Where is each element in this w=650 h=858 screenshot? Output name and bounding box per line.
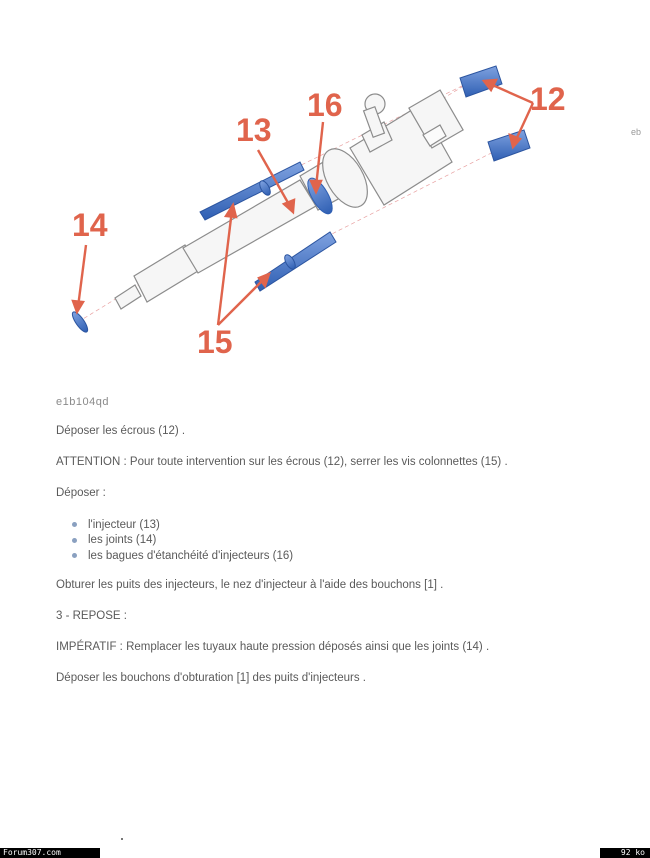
removal-list: l'injecteur (13) les joints (14) les bag… (72, 517, 293, 564)
callout-14: 14 (72, 207, 108, 243)
list-item: les bagues d'étanchéité d'injecteurs (16… (72, 548, 293, 564)
scan-speck (121, 838, 123, 840)
footer-site-label: Forum307.com (0, 848, 100, 858)
section-heading-repose: 3 - REPOSE : (56, 610, 127, 622)
instruction-remove-heading: Déposer : (56, 487, 106, 499)
injector-diagram (71, 65, 535, 333)
leader-arrows (71, 78, 535, 326)
list-item-text: les bagues d'étanchéité d'injecteurs (16… (88, 549, 294, 562)
callout-12: 12 (530, 81, 566, 117)
instruction-remove-plugs: Déposer les bouchons d'obturation [1] de… (56, 672, 366, 684)
list-item-text: l'injecteur (13) (88, 518, 160, 531)
bullet-icon (72, 537, 77, 543)
imperative-notice: IMPÉRATIF : Remplacer les tuyaux haute p… (56, 641, 490, 653)
list-item: les joints (14) (72, 533, 293, 549)
footer-file-size: 92 ko (600, 848, 650, 858)
callout-13: 13 (236, 112, 272, 148)
warning-attention: ATTENTION : Pour toute intervention sur … (56, 456, 508, 468)
injector-body (114, 89, 464, 310)
instruction-plug-wells: Obturer les puits des injecteurs, le nez… (56, 579, 444, 591)
callout-16: 16 (307, 87, 343, 123)
instruction-remove-nuts: Déposer les écrous (12) . (56, 425, 186, 437)
bullet-icon (72, 553, 77, 559)
bullet-icon (72, 522, 77, 528)
side-mark: eb (631, 127, 642, 137)
joint-14 (71, 311, 89, 333)
list-item-text: les joints (14) (88, 534, 157, 547)
figure-caption: e1b104qd (56, 396, 109, 408)
list-item: l'injecteur (13) (72, 517, 293, 533)
callout-15: 15 (197, 324, 233, 360)
column-screws-15 (199, 161, 337, 292)
